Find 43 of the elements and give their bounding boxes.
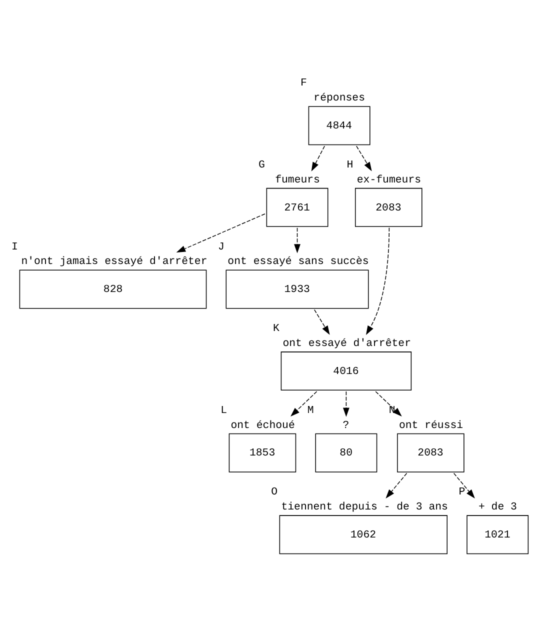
node-label: L	[220, 404, 228, 417]
arrow	[366, 227, 390, 335]
node-label: J	[218, 241, 224, 254]
node-label: I	[12, 241, 18, 254]
arrow	[294, 227, 300, 254]
node-box: 2761	[266, 188, 328, 227]
node-box: 1062	[279, 515, 448, 554]
arrow	[375, 391, 402, 417]
arrow	[356, 146, 372, 172]
node-box: 2083	[397, 433, 464, 472]
node-box: 2083	[354, 188, 422, 227]
node-label: M	[307, 404, 314, 417]
node-label: F	[300, 78, 307, 90]
node-box: 80	[315, 433, 378, 472]
node-label: tiennent depuis - de 3 ans	[281, 502, 448, 514]
node-label: ex-fumeurs	[356, 174, 422, 186]
node-label: O	[271, 486, 278, 499]
arrow	[176, 213, 266, 252]
node-box: 4844	[308, 106, 370, 146]
arrow	[453, 472, 475, 498]
node-label: fumeurs	[275, 174, 320, 186]
arrow	[290, 391, 318, 417]
node-box: 4016	[280, 352, 412, 391]
node-label: K	[273, 323, 280, 336]
node-label: P	[458, 486, 466, 499]
node-box: 828	[19, 270, 207, 309]
node-box: 1933	[226, 270, 369, 309]
node-label: n'ont jamais essayé d'arrêter	[21, 256, 208, 268]
node-label: ?	[342, 420, 350, 432]
node-box: 1853	[228, 433, 296, 472]
node-label: H	[346, 159, 354, 172]
node-label: ont réussi	[398, 420, 464, 432]
arrow	[386, 472, 408, 498]
arrow	[314, 309, 330, 335]
node-box: 1021	[466, 515, 529, 554]
node-label: réponses	[314, 92, 366, 105]
node-label: + de 3	[478, 502, 517, 514]
node-label: ont essayé sans succès	[228, 256, 369, 268]
arrow	[311, 146, 325, 172]
node-label: G	[258, 159, 265, 172]
node-label: ont échoué	[230, 420, 295, 432]
node-label: ont essayé d'arrêter	[282, 338, 412, 350]
arrow	[342, 391, 350, 417]
